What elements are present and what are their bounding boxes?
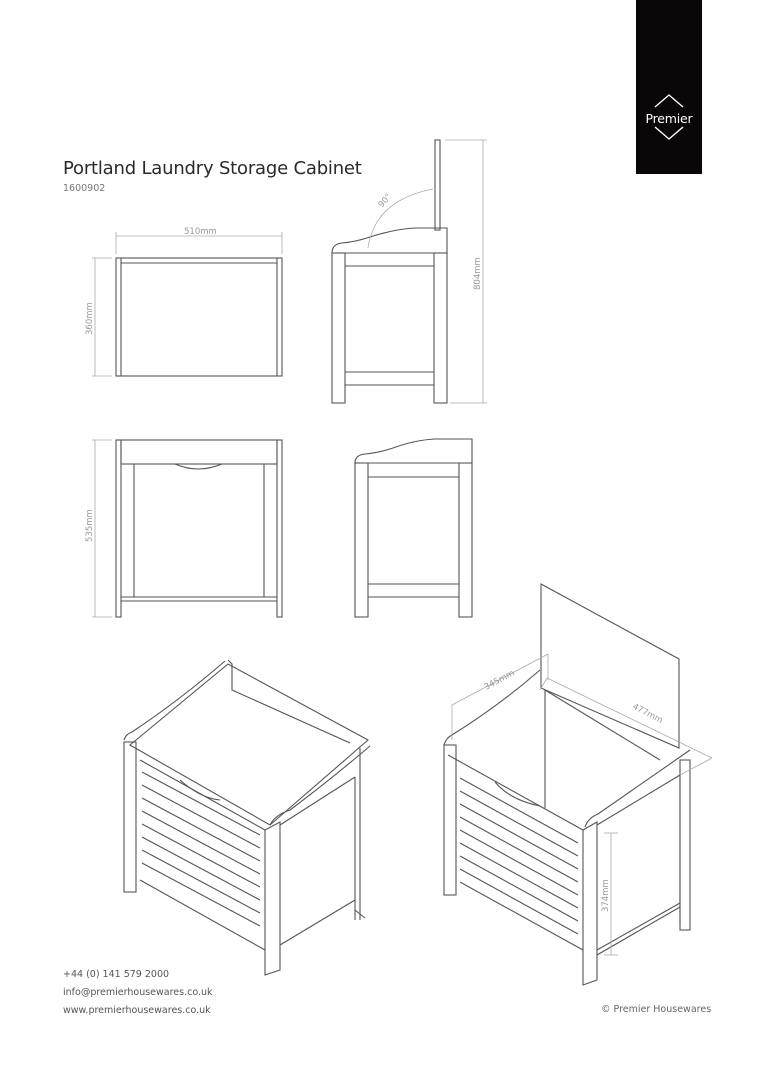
contact-email[interactable]: info@premierhousewares.co.uk [63, 987, 213, 998]
product-code: 1600902 [63, 183, 106, 194]
isometric-open-drawing [443, 583, 691, 986]
copyright: © Premier Housewares [601, 1004, 712, 1015]
front-view-drawing [115, 439, 283, 618]
dim-angle: 90° [377, 192, 394, 210]
brand-logo-text: Premier [645, 111, 693, 126]
contact-website[interactable]: www.premierhousewares.co.uk [63, 1005, 211, 1016]
slats [459, 777, 579, 935]
dim-width: 510mm [184, 227, 217, 237]
diamond-icon [654, 94, 684, 140]
dim-height-open: 804mm [473, 257, 483, 290]
side-view-closed-drawing [354, 438, 473, 618]
brand-logo: Premier [636, 0, 702, 174]
dim-inner-height: 374mm [601, 879, 611, 912]
isometric-closed-drawing [123, 659, 371, 976]
dim-depth: 360mm [85, 302, 95, 335]
dim-inner-depth: 345mm [483, 668, 517, 692]
top-view-drawing [115, 257, 283, 377]
dim-inner-width: 477mm [631, 702, 665, 726]
slats [141, 771, 261, 927]
dim-height-closed: 535mm [85, 509, 95, 542]
contact-phone: +44 (0) 141 579 2000 [63, 969, 170, 980]
side-view-open-drawing [331, 139, 448, 404]
product-title: Portland Laundry Storage Cabinet [63, 158, 362, 179]
